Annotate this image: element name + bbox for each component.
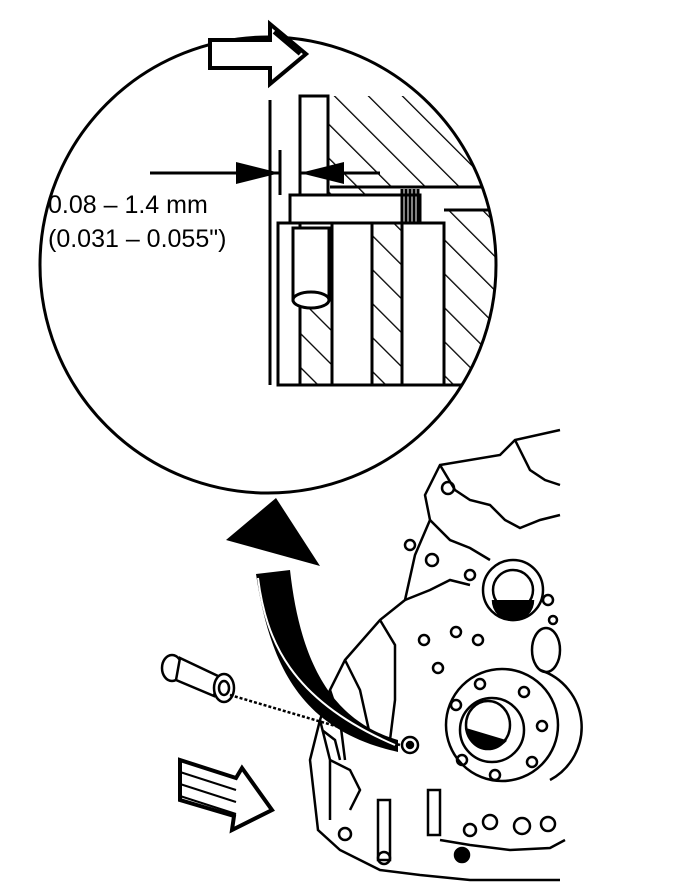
- clearance-mm-label: 0.08 – 1.4 mm: [48, 191, 208, 219]
- detail-magnifier: [38, 35, 498, 495]
- front-direction-arrow-icon: [178, 757, 275, 834]
- direction-arrow-icon: [208, 19, 310, 89]
- section-outlines: [268, 94, 496, 387]
- clearance-inch-label: (0.031 – 0.055"): [48, 225, 227, 253]
- engine-block: [308, 428, 583, 882]
- curved-callout-arrow-icon: [226, 498, 398, 752]
- clearance-dimension: [150, 150, 380, 195]
